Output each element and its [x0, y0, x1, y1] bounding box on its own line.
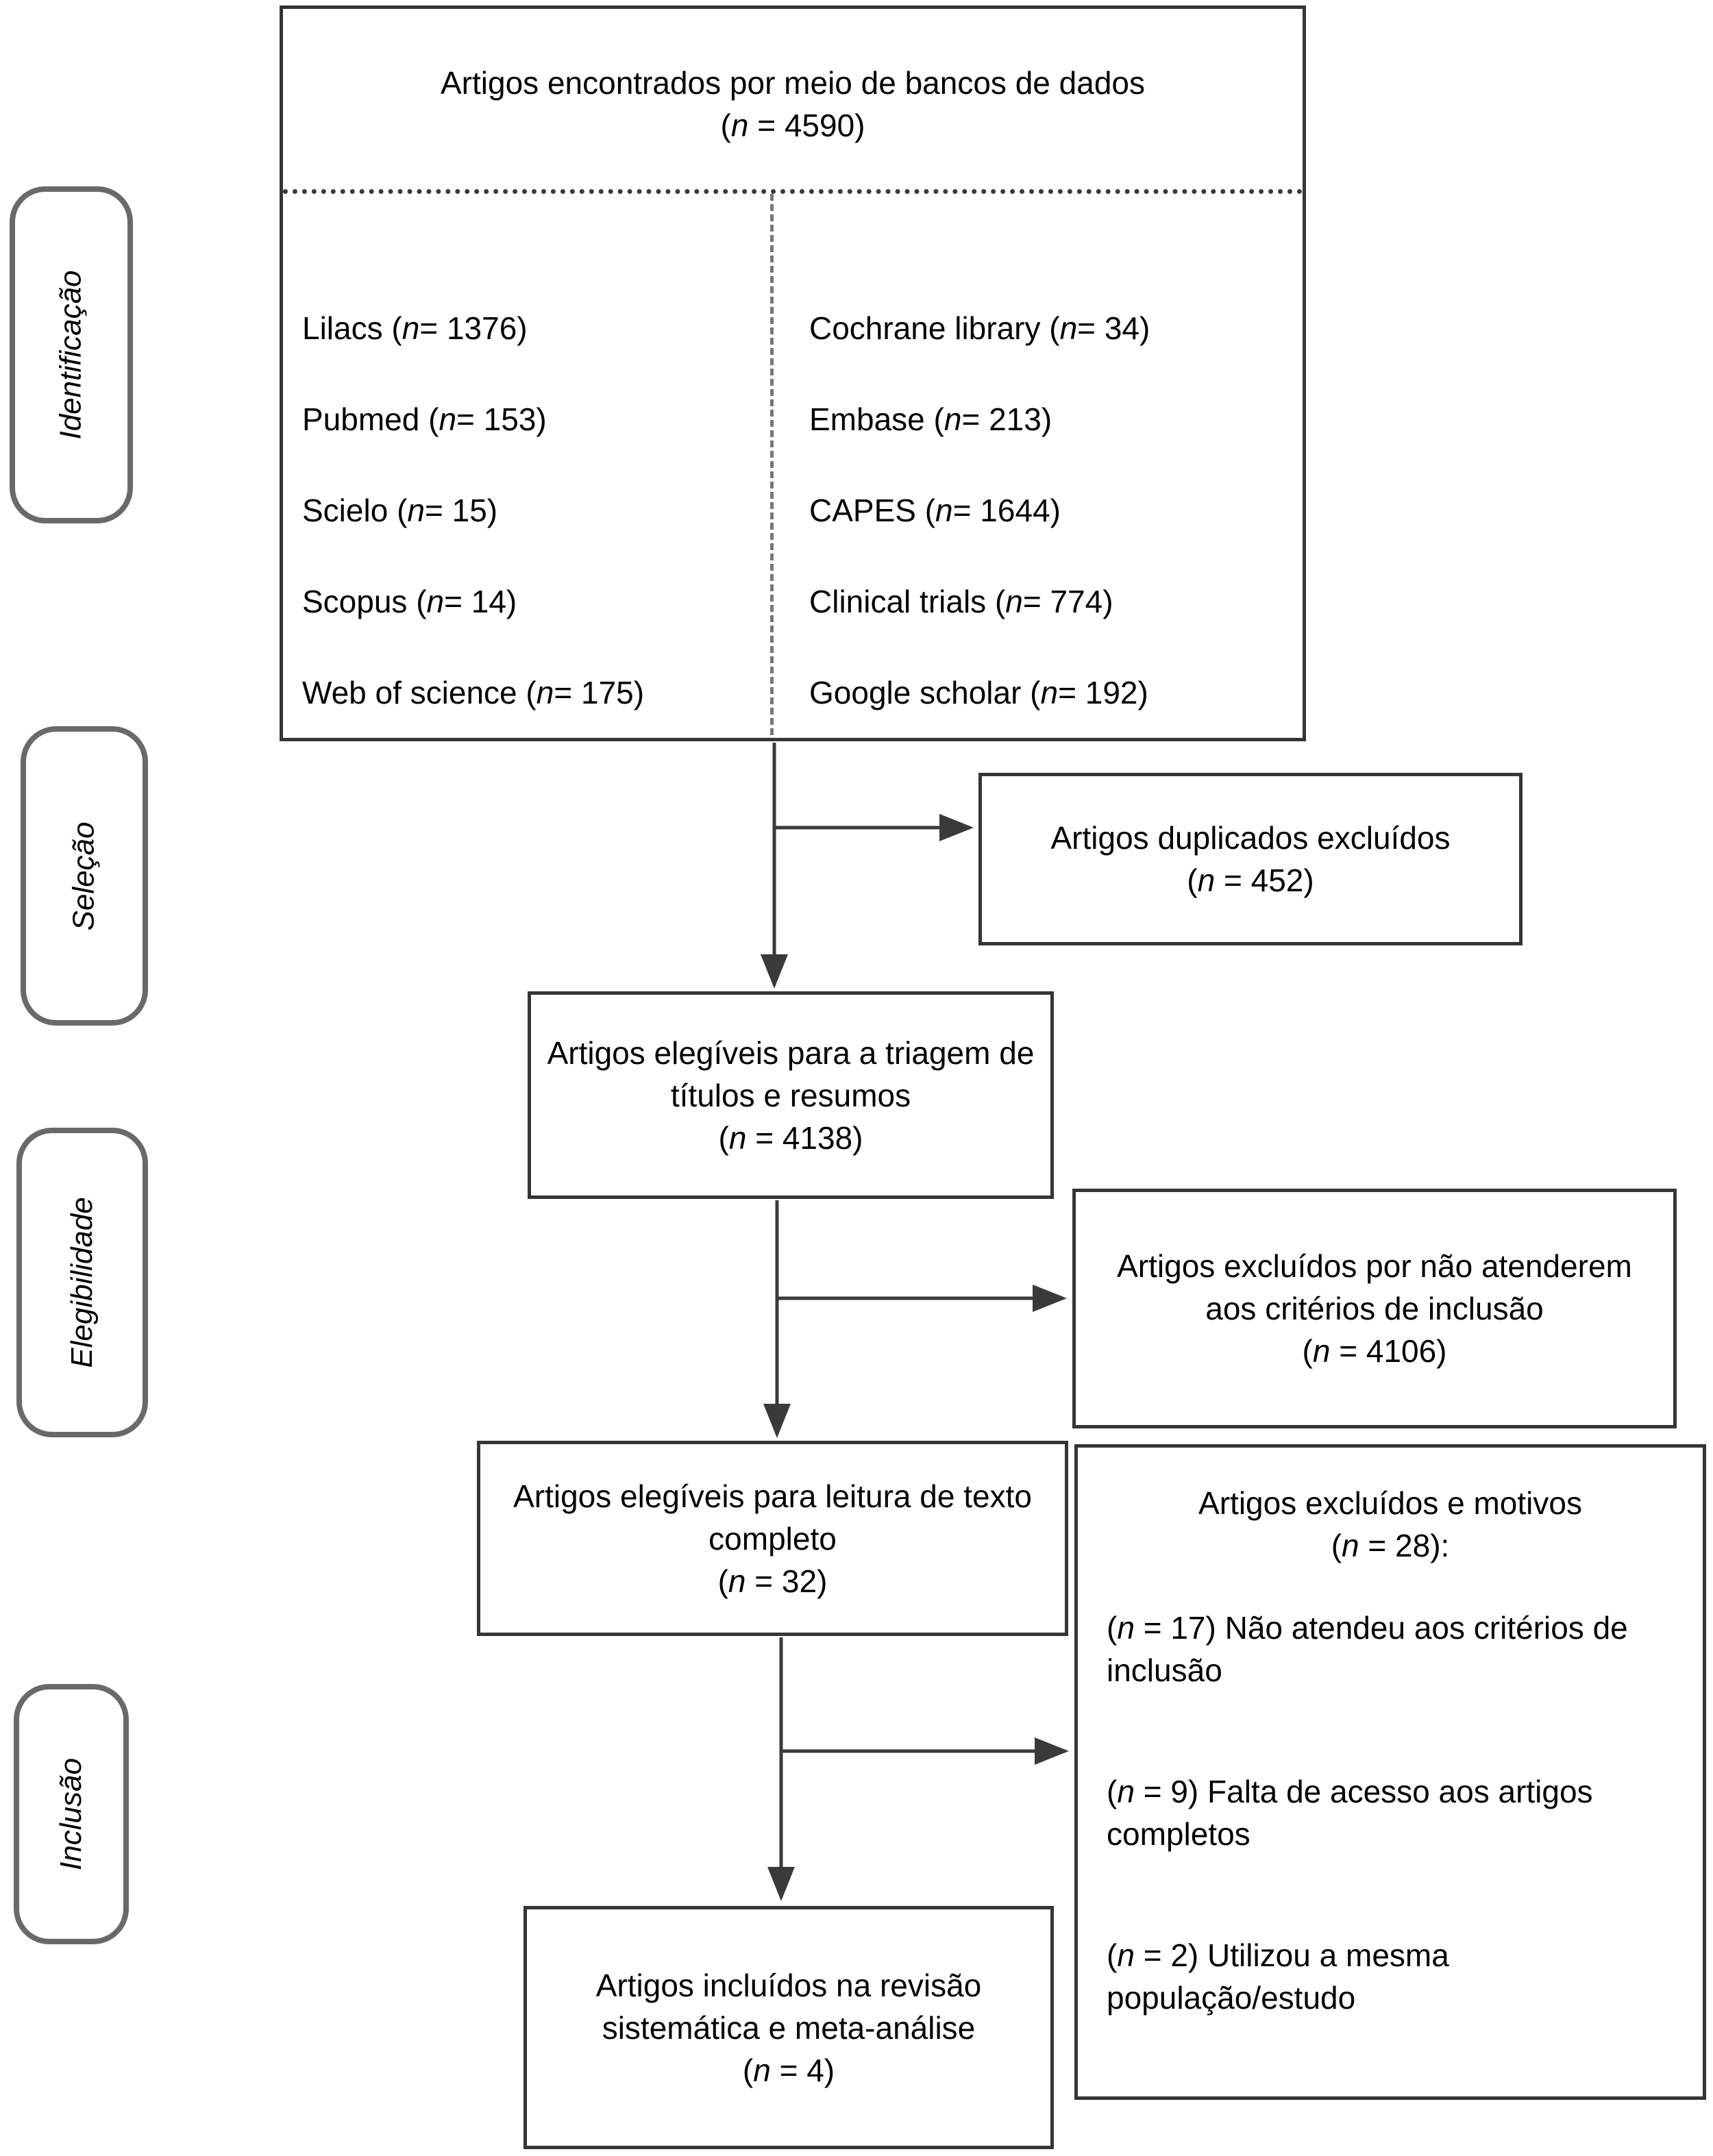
- box-count: (n = 4138): [718, 1119, 863, 1156]
- database-source: Pubmed (n = 153): [302, 401, 547, 437]
- box-label: Artigos excluídos por não atenderem aos …: [1117, 1248, 1632, 1326]
- box-label: Artigos excluídos e motivos: [1198, 1485, 1582, 1521]
- phase-label-elegibilidade: Elegibilidade: [16, 1128, 148, 1437]
- database-source: Scopus (n = 14): [302, 583, 517, 619]
- identification-title-text: Artigos encontrados por meio de bancos d…: [441, 65, 1145, 101]
- box-count: (n = 32): [717, 1563, 828, 1599]
- excluded-criteria-box: Artigos excluídos por não atenderem aos …: [1072, 1189, 1677, 1428]
- database-source: Cochrane library (n = 34): [809, 310, 1150, 346]
- database-source: Embase (n = 213): [809, 401, 1052, 437]
- box-content: Artigos elegíveis para leitura de texto …: [494, 1475, 1051, 1602]
- database-list-right: Cochrane library (n = 34) Embase (n = 213…: [809, 282, 1150, 738]
- identification-title: Artigos encontrados por meio de bancos d…: [283, 62, 1303, 147]
- exclusion-reason: (n = 17) Não atendeu aos critérios de in…: [1107, 1610, 1628, 1688]
- database-source: Clinical trials (n = 774): [809, 583, 1113, 619]
- database-source: Google scholar (n = 192): [809, 674, 1148, 710]
- exclusion-reason: (n = 2) Utilizou a mesma população/estud…: [1107, 1937, 1449, 2016]
- box-count: (n = 4106): [1302, 1333, 1447, 1369]
- box-content: Artigos incluídos na revisão sistemática…: [541, 1964, 1037, 2092]
- database-source: CAPES (n = 1644): [809, 492, 1061, 528]
- phase-label-identificacao: Identificação: [10, 186, 133, 523]
- database-source: Lilacs (n = 1376): [302, 310, 528, 346]
- database-source: Scielo (n = 15): [302, 492, 498, 528]
- box-count: (n = 4): [742, 2052, 835, 2088]
- phase-label-selecao: Seleção: [21, 726, 148, 1026]
- dotted-separator: [283, 189, 1303, 194]
- box-content: Artigos elegíveis para a triagem de títu…: [545, 1032, 1037, 1159]
- phase-label-text: Elegibilidade: [65, 1197, 99, 1368]
- phase-label-text: Inclusão: [54, 1758, 88, 1870]
- box-label: Artigos incluídos na revisão sistemática…: [595, 1967, 982, 2046]
- duplicates-excluded-box: Artigos duplicados excluídos (n = 452): [978, 773, 1523, 945]
- dashed-column-divider: [770, 194, 774, 735]
- box-content: Artigos excluídos por não atenderem aos …: [1089, 1245, 1660, 1372]
- excluded-reasons-box: Artigos excluídos e motivos (n = 28): (n…: [1074, 1444, 1706, 2100]
- triage-eligible-box: Artigos elegíveis para a triagem de títu…: [528, 991, 1054, 1199]
- full-text-eligible-box: Artigos elegíveis para leitura de texto …: [477, 1441, 1068, 1636]
- identification-box: Artigos encontrados por meio de bancos d…: [280, 5, 1306, 741]
- phase-label-text: Seleção: [66, 821, 101, 931]
- box-label: Artigos elegíveis para a triagem de títu…: [547, 1034, 1035, 1113]
- box-label: Artigos elegíveis para leitura de texto …: [513, 1478, 1032, 1557]
- excluded-reasons-title: Artigos excluídos e motivos (n = 28):: [1107, 1482, 1674, 1567]
- database-source: Web of science (n = 175): [302, 674, 645, 710]
- included-box: Artigos incluídos na revisão sistemática…: [523, 1906, 1054, 2149]
- phase-label-text: Identificação: [54, 270, 88, 440]
- identification-count: (n = 4590): [720, 108, 865, 143]
- box-content: Artigos duplicados excluídos (n = 452): [1051, 817, 1451, 902]
- box-label: Artigos duplicados excluídos: [1050, 820, 1451, 856]
- database-list-left: Lilacs (n = 1376) Pubmed (n = 153) Scielo …: [302, 282, 644, 738]
- box-count: (n = 28):: [1331, 1528, 1450, 1563]
- exclusion-reasons-list: (n = 17) Não atendeu aos critérios de in…: [1107, 1607, 1674, 2019]
- exclusion-reason: (n = 9) Falta de acesso aos artigos comp…: [1107, 1774, 1593, 1852]
- phase-label-inclusao: Inclusão: [14, 1684, 129, 1944]
- box-count: (n = 452): [1187, 863, 1314, 898]
